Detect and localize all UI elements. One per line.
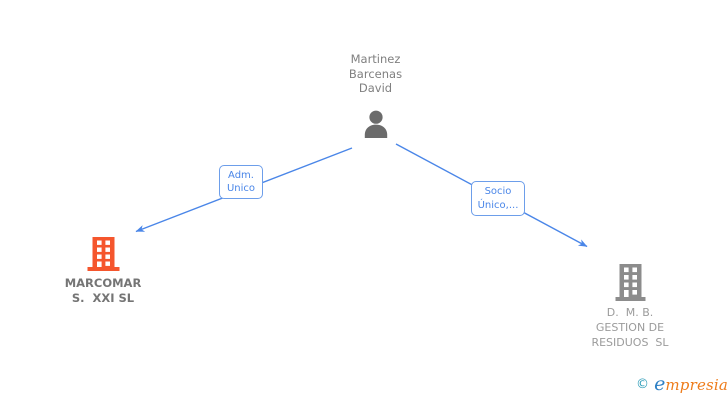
company-node-marcomar[interactable]: MARCOMAR S. XXI SL bbox=[38, 237, 168, 305]
person-icon[interactable] bbox=[361, 110, 391, 138]
empresia-watermark: © empresia bbox=[636, 373, 728, 395]
person-name: Martinez Barcenas David bbox=[348, 52, 403, 95]
edge-label-socio-unico: Socio Único,... bbox=[471, 181, 525, 216]
person-node: Martinez Barcenas David bbox=[309, 52, 442, 138]
building-icon-gray bbox=[615, 264, 645, 301]
company-node-dmb-gestion[interactable]: D. M. B. GESTION DE RESIDUOS SL bbox=[565, 264, 695, 350]
building-icon-orange bbox=[87, 237, 119, 271]
copyright-icon: © bbox=[636, 377, 649, 392]
company-name-marcomar: MARCOMAR S. XXI SL bbox=[64, 276, 142, 305]
brand-logo-initial: e bbox=[654, 373, 666, 395]
edge-label-adm-unico: Adm. Unico bbox=[219, 165, 263, 199]
brand-logo-text: mpresia bbox=[665, 376, 728, 394]
company-name-dmb-gestion: D. M. B. GESTION DE RESIDUOS SL bbox=[591, 306, 669, 349]
